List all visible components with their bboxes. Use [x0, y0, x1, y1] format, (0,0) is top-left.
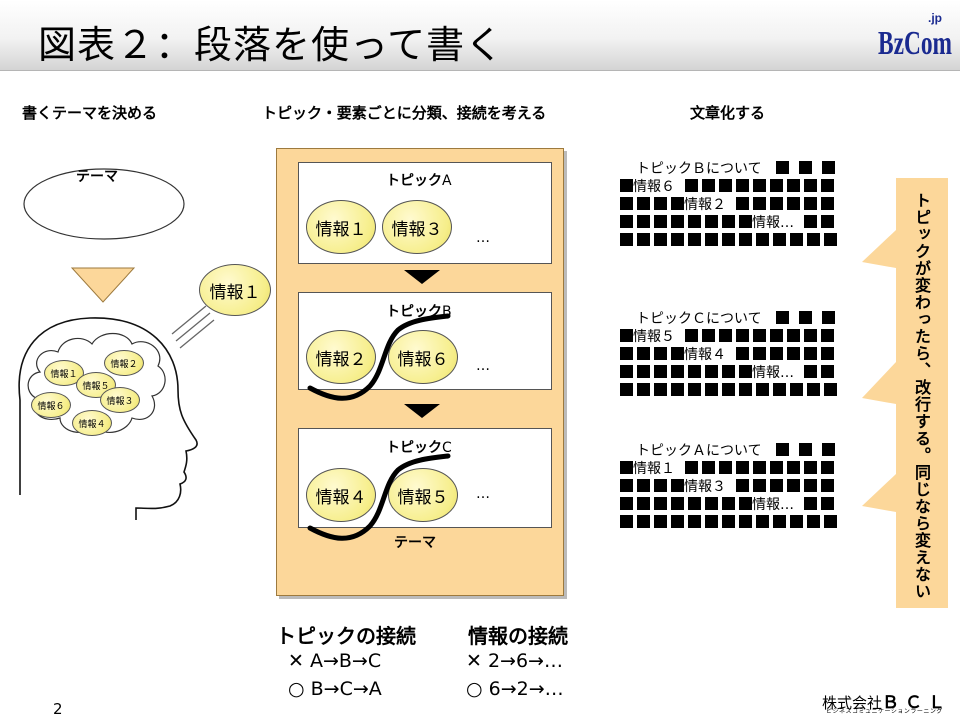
- down-arrow-icon: [404, 270, 440, 284]
- paragraph-block: トピックＣについて 情報５ 情報４ 情報…: [620, 310, 841, 400]
- down-arrow-icon: [404, 404, 440, 418]
- info-connection-bad: ✕ 2→6→…: [466, 650, 563, 672]
- paragraph-line: 情報４: [620, 346, 841, 364]
- theme-curve-b: [307, 313, 451, 401]
- paragraph-line: 情報…: [620, 496, 841, 514]
- topic-title-b: トピックB: [386, 304, 452, 320]
- theme-curve-c: [307, 453, 451, 541]
- down-triangle: [70, 267, 136, 303]
- paragraph-line: 情報６: [620, 178, 841, 196]
- topic-b-info-circle: 情報６: [388, 330, 458, 384]
- topic-connection-bad: ✕ A→B→C: [288, 650, 382, 672]
- head-profile-icon: [18, 317, 198, 520]
- brain-info-circle: 情報３: [100, 387, 140, 413]
- company-name: 株式会社ＢＣＬ: [822, 693, 952, 713]
- callout-box: [896, 178, 948, 608]
- heading-write: 文章化する: [690, 104, 766, 122]
- brain-info-circle: 情報２: [104, 350, 144, 376]
- topic-c-ellipsis: …: [476, 486, 490, 502]
- topic-a-ellipsis: …: [476, 230, 490, 246]
- paragraph-block: トピックＡについて 情報１ 情報３ 情報…: [620, 442, 841, 532]
- topic-b-ellipsis: …: [476, 358, 490, 374]
- title-bar: [0, 0, 960, 71]
- topic-c-info-circle: 情報４: [306, 468, 376, 522]
- paragraph-block: トピックＢについて 情報６ 情報２ 情報…: [620, 160, 841, 250]
- topic-c-info-circle: 情報５: [388, 468, 458, 522]
- heading-classify: トピック・要素ごとに分類、接続を考える: [262, 104, 547, 122]
- floating-info-circle: 情報１: [199, 264, 271, 316]
- callout-text: トピックが変わったら、改行する。同じなら変えない: [912, 192, 931, 600]
- topic-title-a: トピックA: [386, 173, 452, 189]
- topic-title-c: トピックC: [386, 440, 452, 456]
- paragraph-line: [620, 232, 841, 250]
- theme-label: テーマ: [76, 169, 118, 185]
- slide-title: 図表２：段落を使って書く: [38, 23, 505, 67]
- paragraph-line: トピックＢについて: [620, 160, 841, 178]
- paragraph-line: 情報５: [620, 328, 841, 346]
- topic-a-info-circle: 情報３: [382, 200, 452, 254]
- logo-suffix: .jp: [928, 11, 942, 25]
- paragraph-line: 情報…: [620, 364, 841, 382]
- heading-decide-theme: 書くテーマを決める: [22, 104, 158, 122]
- brain-info-circle: 情報４: [72, 410, 112, 436]
- theme-ellipse: [23, 168, 185, 240]
- paragraph-line: 情報２: [620, 196, 841, 214]
- paragraph-line: 情報…: [620, 214, 841, 232]
- paragraph-line: トピックＡについて: [620, 442, 841, 460]
- brain-info-circle: 情報６: [31, 392, 71, 418]
- paragraph-line: [620, 382, 841, 400]
- paragraph-line: トピックＣについて: [620, 310, 841, 328]
- info-connection-heading: 情報の接続: [468, 624, 568, 648]
- panel-theme-label: テーマ: [394, 535, 436, 551]
- floating-info-label: 情報１: [209, 282, 261, 303]
- paragraph-line: [620, 514, 841, 532]
- info-connection-good: ○ 6→2→…: [466, 678, 564, 700]
- company-tagline: ビジネスコミュニケーションラーニング: [826, 708, 943, 715]
- topic-a-info-circle: 情報１: [306, 200, 376, 254]
- bzcom-logo: .jp BzCom: [876, 8, 954, 64]
- topic-connection-good: ○ B→C→A: [288, 678, 382, 700]
- paragraph-line: 情報１: [620, 460, 841, 478]
- topic-connection-heading: トピックの接続: [276, 624, 416, 648]
- logo-text: BzCom: [878, 25, 952, 62]
- paragraph-line: 情報３: [620, 478, 841, 496]
- page-number: 2: [53, 700, 63, 718]
- topic-b-info-circle: 情報２: [306, 330, 376, 384]
